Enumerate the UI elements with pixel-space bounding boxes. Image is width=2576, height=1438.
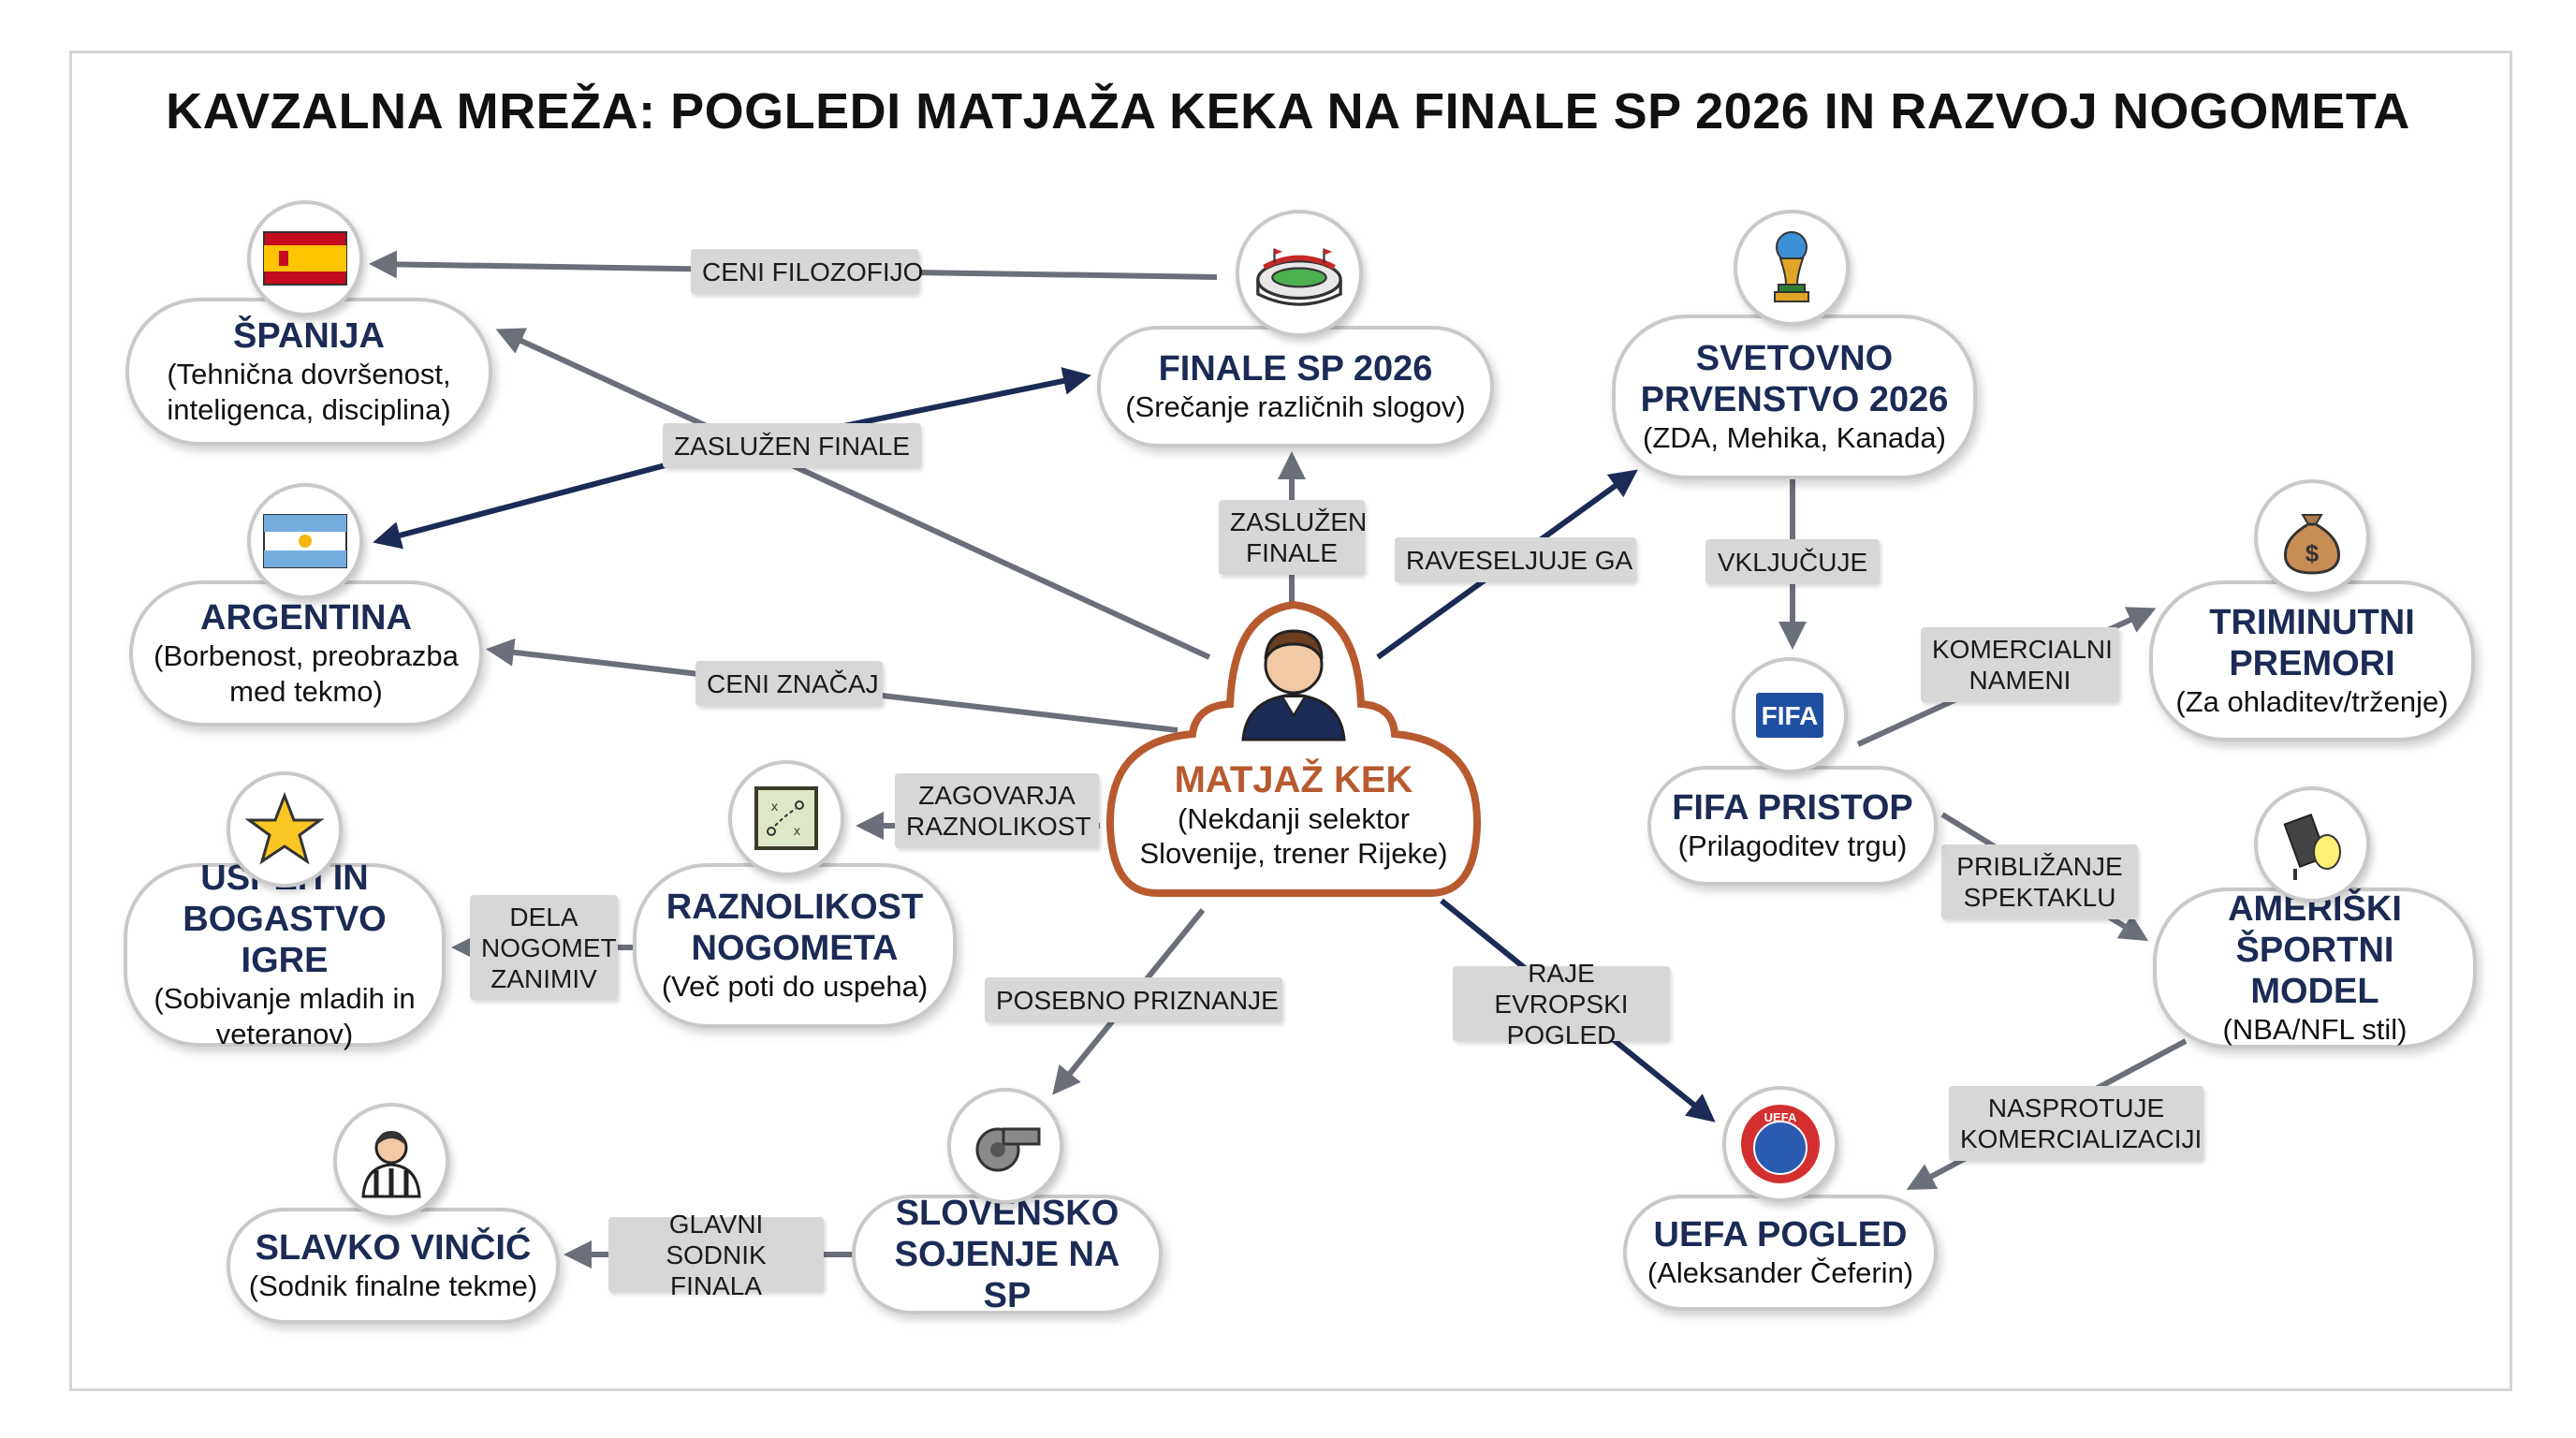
node-finale-subtitle: (Srečanje različnih slogov)	[1125, 390, 1466, 423]
node-uefa-title: UEFA POGLED	[1653, 1215, 1908, 1255]
diagram-title: KAVZALNA MREŽA: POGLEDI MATJAŽA KEKA NA …	[166, 83, 2410, 139]
node-vincic: SLAVKO VINČIĆ (Sodnik finalne tekme)	[227, 1208, 560, 1324]
node-svetovno-subtitle: (ZDA, Mehika, Kanada)	[1643, 421, 1946, 454]
argentina-flag-icon	[247, 483, 363, 599]
edge-label-nasprotuje-komercializaciji: NASPROTUJE KOMERCIALIZACIJI	[1949, 1086, 2203, 1161]
fifa-logo-icon: FIFA	[1732, 657, 1848, 773]
center-node-subtitle: (Nekdanji selektor Slovenije, trener Rij…	[1139, 802, 1448, 870]
svg-text:x: x	[794, 823, 800, 838]
node-raznolikost-title: RAZNOLIKOST NOGOMETA	[666, 888, 924, 968]
node-finale: FINALE SP 2026 (Srečanje različnih slogo…	[1097, 326, 1494, 448]
edge-finale-argentina	[373, 450, 712, 550]
node-triminutni: TRIMINUTNI PREMORI (Za ohladitev/trženje…	[2149, 580, 2475, 741]
uefa-logo-text: UEFA	[1764, 1110, 1797, 1124]
node-sojenje: SLOVENSKO SOJENJE NA SP	[852, 1194, 1163, 1315]
node-svetovno: SVETOVNO PRVENSTVO 2026 (ZDA, Mehika, Ka…	[1612, 315, 1977, 479]
edge-label-dela-nogomet-zanimiv: DELA NOGOMET ZANIMIV	[470, 895, 618, 1000]
node-uefa: UEFA POGLED (Aleksander Čeferin)	[1623, 1195, 1938, 1311]
node-spanija-title: ŠPANIJA	[233, 316, 385, 356]
node-svetovno-title: SVETOVNO PRVENSTVO 2026	[1640, 339, 1949, 419]
node-finale-title: FINALE SP 2026	[1158, 349, 1433, 389]
edge-label-zasluzen-finale: ZASLUŽEN FINALE	[663, 423, 921, 468]
edge-label-komercialni-nameni: KOMERCIALNI NAMENI	[1921, 627, 2119, 702]
edge-label-vkljucuje: VKLJUČUJE	[1705, 539, 1880, 584]
whistle-icon	[947, 1088, 1063, 1204]
coach-avatar-icon	[1241, 629, 1346, 741]
world-cup-trophy-icon	[1734, 210, 1850, 326]
node-fifa-subtitle: (Prilagoditev trgu)	[1677, 829, 1908, 862]
node-raznolikost: RAZNOLIKOST NOGOMETA (Več poti do uspeha…	[633, 863, 957, 1028]
node-spanija: ŠPANIJA (Tehnična dovršenost, inteligenc…	[125, 298, 492, 446]
edge-label-zagovarja-raznolikost: ZAGOVARJA RAZNOLIKOST	[895, 773, 1099, 848]
edge-kek-spanija	[495, 328, 1211, 660]
stadium-icon	[1236, 210, 1363, 337]
referee-avatar-icon	[333, 1103, 449, 1219]
node-uspeh-subtitle: (Sobivanje mladih in veteranov)	[154, 982, 416, 1050]
star-icon	[227, 771, 343, 888]
edge-label-glavni-sodnik-finala: GLAVNI SODNIK FINALA	[608, 1210, 824, 1300]
edge-label-priblizanje-spektaklu: PRIBLIŽANJE SPEKTAKLU	[1941, 844, 2138, 919]
node-americki-subtitle: (NBA/NFL stil)	[2222, 1013, 2408, 1046]
center-node-cloud	[1105, 600, 1482, 897]
uefa-logo-icon: UEFA	[1722, 1086, 1838, 1202]
spain-flag-icon	[247, 200, 363, 316]
node-uspeh: USPEH IN BOGASTVO IGRE (Sobivanje mladih…	[124, 858, 446, 1050]
node-argentina-title: ARGENTINA	[200, 598, 412, 638]
edge-label-ceni-znacaj: CENI ZNAČAJ	[695, 661, 883, 706]
center-node-title: MATJAŽ KEK	[1174, 759, 1413, 800]
money-bag-icon: $	[2254, 479, 2370, 595]
node-americki-title: AMERIŠKI ŠPORTNI MODEL	[2228, 889, 2402, 1011]
node-uefa-subtitle: (Aleksander Čeferin)	[1647, 1256, 1914, 1289]
edge-label-raje-evropski-pogled: RAJE EVROPSKI POGLED	[1453, 959, 1670, 1049]
node-americki: AMERIŠKI ŠPORTNI MODEL (NBA/NFL stil)	[2153, 888, 2477, 1049]
edge-label-raveseljuje-ga: RAVESELJUJE GA	[1395, 537, 1636, 582]
spotlight-icon	[2254, 786, 2370, 902]
fifa-logo-text: FIFA	[1762, 701, 1819, 730]
node-raznolikost-subtitle: (Več poti do uspeha)	[661, 970, 929, 1003]
node-triminutni-subtitle: (Za ohladitev/trženje)	[2175, 685, 2449, 718]
node-vincic-subtitle: (Sodnik finalne tekme)	[248, 1269, 538, 1302]
node-argentina: ARGENTINA (Borbenost, preobrazba med tek…	[129, 580, 483, 726]
node-argentina-subtitle: (Borbenost, preobrazba med tekmo)	[154, 639, 459, 708]
node-spanija-subtitle: (Tehnična dovršenost, inteligenca, disci…	[167, 358, 451, 426]
edge-label-zasluzen-finale-up: ZASLUŽEN FINALE	[1219, 500, 1367, 575]
node-vincic-title: SLAVKO VINČIĆ	[255, 1228, 532, 1268]
svg-text:$: $	[2305, 539, 2320, 567]
node-triminutni-title: TRIMINUTNI PREMORI	[2209, 603, 2415, 683]
node-fifa: FIFA PRISTOP (Prilagoditev trgu)	[1647, 766, 1938, 886]
node-fifa-title: FIFA PRISTOP	[1672, 788, 1913, 828]
edge-label-posebno-priznanje: POSEBNO PRIZNANJE	[985, 977, 1282, 1022]
svg-text:x: x	[771, 799, 778, 814]
center-node: MATJAŽ KEK (Nekdanji selektor Slovenije,…	[1112, 758, 1475, 871]
node-sojenje-title: SLOVENSKO SOJENJE NA SP	[894, 1194, 1120, 1315]
edge-label-ceni-filozofijo: CENI FILOZOFIJO	[691, 249, 923, 294]
